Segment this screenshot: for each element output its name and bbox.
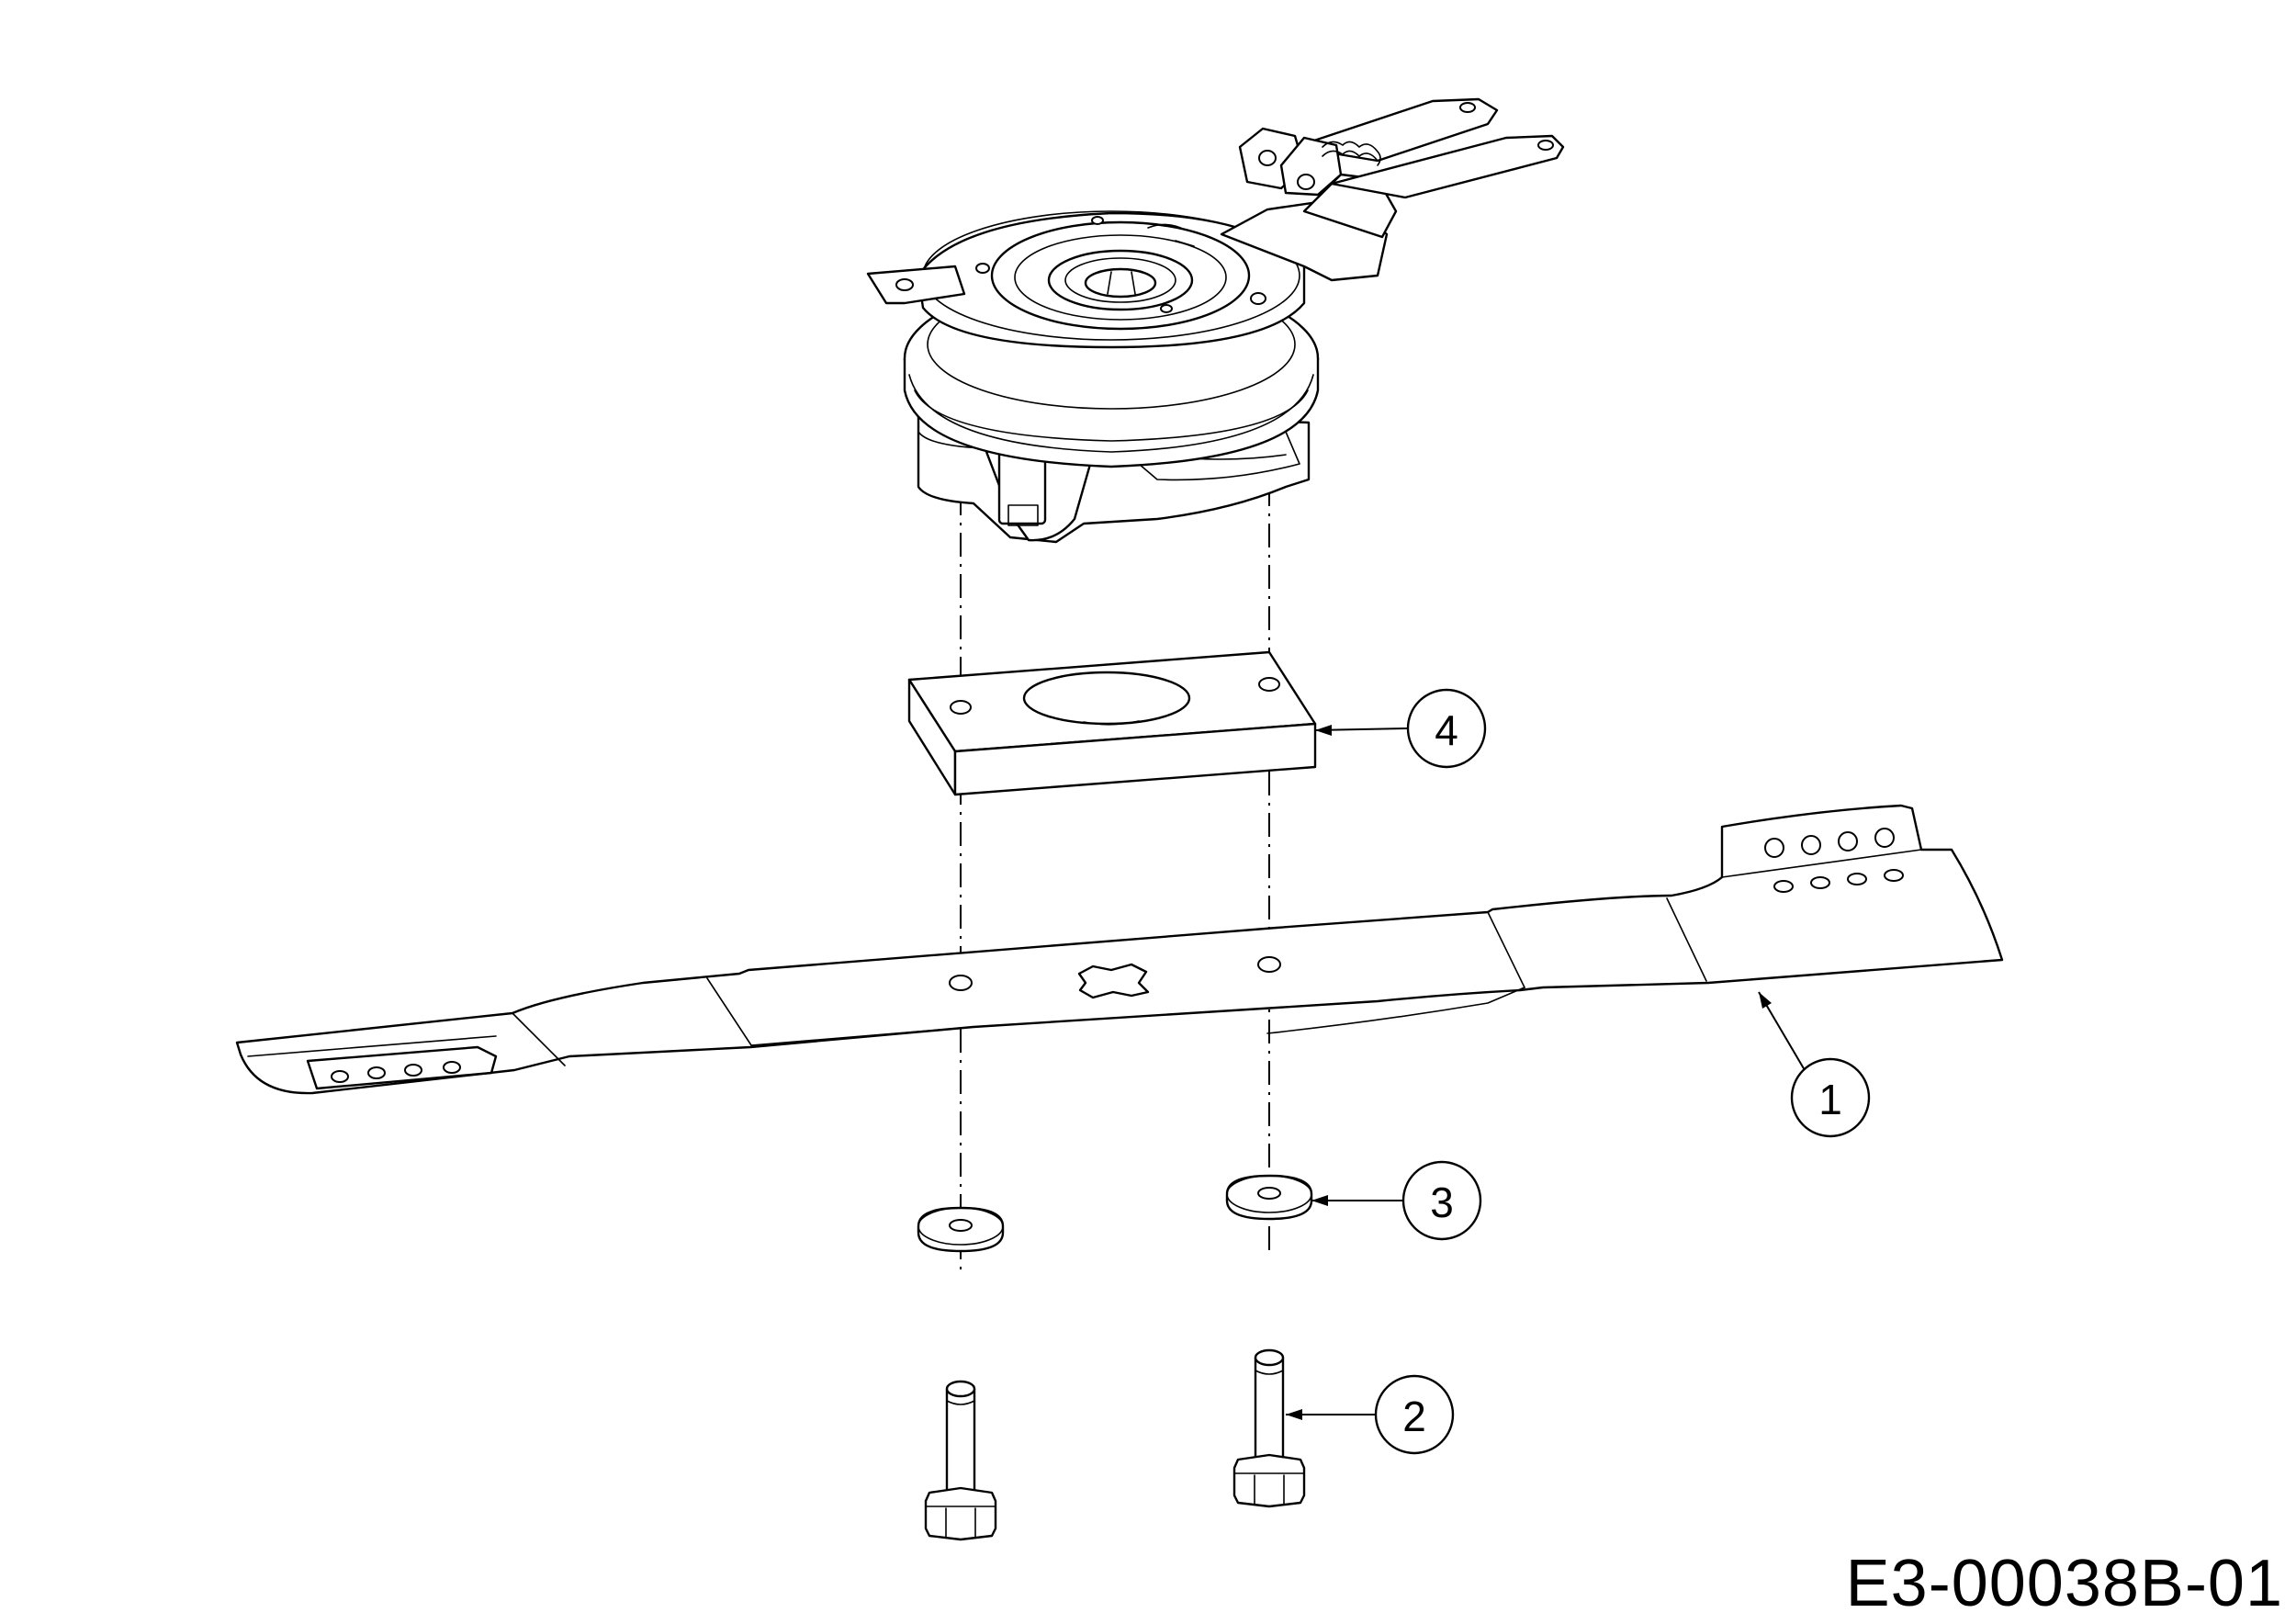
spacer-block <box>909 652 1315 795</box>
washer-right <box>1227 1176 1311 1219</box>
drawing-number: E3-00038B-01 <box>1845 1547 2283 1620</box>
washer-left <box>918 1208 1003 1251</box>
callout-label-3: 3 <box>1430 1179 1454 1226</box>
callout-2: 2 <box>1286 1376 1453 1453</box>
callout-label-2: 2 <box>1402 1393 1426 1440</box>
pto-clutch <box>868 99 1563 542</box>
bolt-left <box>926 1382 996 1539</box>
callout-1: 1 <box>1759 992 1869 1136</box>
callout-label-1: 1 <box>1818 1076 1842 1123</box>
assembly-centerlines <box>961 482 1269 1277</box>
callout-label-4: 4 <box>1435 706 1458 754</box>
callout-4: 4 <box>1315 690 1485 767</box>
mower-blade <box>237 806 2002 1093</box>
bolt-right <box>1234 1350 1304 1506</box>
callout-3: 3 <box>1311 1162 1480 1239</box>
